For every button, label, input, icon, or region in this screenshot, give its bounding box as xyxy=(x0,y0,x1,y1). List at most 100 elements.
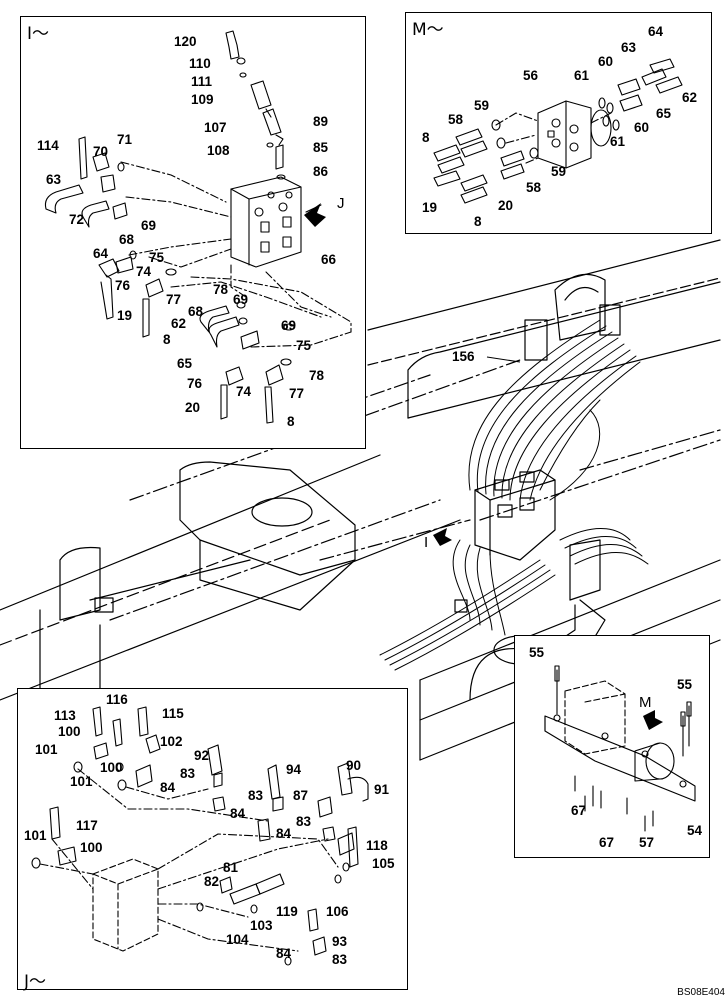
callout-76a: 76 xyxy=(115,278,131,293)
callout-65: 65 xyxy=(177,356,193,371)
callout-84a: 84 xyxy=(160,780,176,795)
callout-101c: 101 xyxy=(24,828,47,843)
callout-83d: 83 xyxy=(332,952,348,967)
callout-115: 115 xyxy=(162,706,184,721)
callout-118: 118 xyxy=(366,838,388,853)
detail-i-drawing xyxy=(44,30,352,424)
callout-100c: 100 xyxy=(80,840,103,855)
detail-frame-j: J～ xyxy=(17,688,408,992)
callout-55a: 55 xyxy=(529,645,545,660)
callout-54: 54 xyxy=(687,823,703,838)
callout-109: 109 xyxy=(191,92,214,107)
callout-74a: 74 xyxy=(136,264,152,279)
callout-119: 119 xyxy=(276,904,298,919)
detail-title-j: J～ xyxy=(24,972,47,992)
callout-20: 20 xyxy=(185,400,201,415)
detail-frame-m: M～ xyxy=(405,12,712,234)
callout-84b: 84 xyxy=(230,806,246,821)
callout-60b: 60 xyxy=(634,120,650,135)
callout-8a: 8 xyxy=(163,332,171,347)
callout-94: 94 xyxy=(286,762,302,777)
callout-67b: 67 xyxy=(599,835,615,850)
callout-69a: 69 xyxy=(141,218,157,233)
callout-87: 87 xyxy=(293,788,309,803)
callout-69b: 69 xyxy=(233,292,249,307)
detail-frame-solenoid: 55 55 M 67 67 57 54 xyxy=(514,635,710,858)
callout-74b: 74 xyxy=(236,384,252,399)
callout-58b: 58 xyxy=(526,180,542,195)
callout-85: 85 xyxy=(313,140,329,155)
callout-20: 20 xyxy=(498,198,514,213)
arrow-label-j: J xyxy=(337,195,345,212)
solenoid-mount-drawing xyxy=(544,665,696,832)
detail-j-drawing xyxy=(31,706,369,966)
callout-83c: 83 xyxy=(296,814,312,829)
callout-60a: 60 xyxy=(598,54,614,69)
callout-67a: 67 xyxy=(571,803,587,818)
callout-100b: 100 xyxy=(100,760,123,775)
callout-107: 107 xyxy=(204,120,227,135)
callout-63: 63 xyxy=(46,172,62,187)
callout-92: 92 xyxy=(194,748,210,763)
arrow-label-m: M xyxy=(639,694,652,711)
callout-84d: 84 xyxy=(276,946,292,961)
callout-108: 108 xyxy=(207,143,230,158)
callout-68b: 68 xyxy=(188,304,204,319)
callout-77a: 77 xyxy=(166,292,182,307)
callout-110: 110 xyxy=(189,56,211,71)
callout-83b: 83 xyxy=(248,788,264,803)
arrow-label-i: I xyxy=(424,534,429,551)
callout-78b: 78 xyxy=(309,368,325,383)
callout-66: 66 xyxy=(321,252,337,267)
callout-90: 90 xyxy=(346,758,362,773)
detail-title-m: M～ xyxy=(412,20,444,40)
callout-111: 111 xyxy=(191,74,213,89)
callout-61a: 61 xyxy=(574,68,590,83)
callout-101b: 101 xyxy=(70,774,93,789)
callout-55b: 55 xyxy=(677,677,693,692)
callout-76b: 76 xyxy=(187,376,203,391)
callout-117: 117 xyxy=(76,818,98,833)
callout-86: 86 xyxy=(313,164,329,179)
callout-59a: 59 xyxy=(474,98,490,113)
callout-8b: 8 xyxy=(287,414,295,429)
callout-81: 81 xyxy=(223,860,239,875)
callout-77b: 77 xyxy=(289,386,305,401)
callout-19: 19 xyxy=(117,308,133,323)
callout-106: 106 xyxy=(326,904,349,919)
callout-65: 65 xyxy=(656,106,672,121)
callout-103: 103 xyxy=(250,918,273,933)
callout-82: 82 xyxy=(204,874,220,889)
callout-8a: 8 xyxy=(422,130,430,145)
callout-114: 114 xyxy=(37,138,59,153)
callout-83a: 83 xyxy=(180,766,196,781)
callout-100a: 100 xyxy=(58,724,81,739)
callout-72: 72 xyxy=(69,212,85,227)
callout-68a: 68 xyxy=(119,232,135,247)
callout-19: 19 xyxy=(422,200,438,215)
detail-title-i: I～ xyxy=(27,24,50,44)
callout-75a: 75 xyxy=(149,250,165,265)
callout-84c: 84 xyxy=(276,826,292,841)
callout-62: 62 xyxy=(682,90,698,105)
callout-113: 113 xyxy=(54,708,76,723)
callout-71: 71 xyxy=(117,132,133,147)
callout-64: 64 xyxy=(93,246,109,261)
callout-75b: 75 xyxy=(296,338,312,353)
callout-58a: 58 xyxy=(448,112,464,127)
callout-59b: 59 xyxy=(551,164,567,179)
callout-64: 64 xyxy=(648,24,664,39)
detail-m-drawing xyxy=(433,58,683,204)
callout-89: 89 xyxy=(313,114,329,129)
callout-62: 62 xyxy=(171,316,187,331)
callout-61b: 61 xyxy=(610,134,626,149)
callout-105: 105 xyxy=(372,856,395,871)
callout-91: 91 xyxy=(374,782,390,797)
callout-78a: 78 xyxy=(213,282,229,297)
callout-63: 63 xyxy=(621,40,637,55)
callout-56: 56 xyxy=(523,68,539,83)
callout-104: 104 xyxy=(226,932,249,947)
detail-frame-i: I～ xyxy=(20,16,366,449)
callout-69c: 69 xyxy=(281,318,297,333)
